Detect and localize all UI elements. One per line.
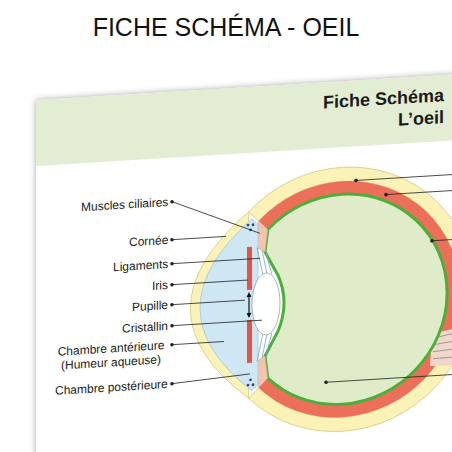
pupil-arrow-head [247,292,252,318]
leader-line [172,300,245,304]
vitreous-body [265,188,447,409]
canal-dot [247,224,250,227]
iris-bar [247,247,252,290]
leader-lines [172,172,452,391]
page-title: FICHE SCHÉMA - OEIL [0,12,452,42]
leader-dot [170,238,174,242]
pupil-arrow-line [248,296,249,314]
leader-dots [170,174,434,394]
part-label: Chambre antérieure (Humeur aqueuse) [54,338,168,373]
leader-dot [384,193,388,197]
leader-line [172,236,226,239]
leader-dot [170,200,174,204]
choroid [259,174,452,422]
part-label: Pupille [132,298,168,314]
sheet-heading: Fiche Schéma [36,84,444,131]
leader-dot [170,324,174,328]
sheet: Fiche SchémaL’oeilMuscles ciliairesCorné… [36,73,452,452]
part-label: Iris [152,278,168,293]
leader-line [326,372,452,382]
leader-line [432,237,452,240]
header-band: Fiche SchémaL’oeil [36,73,452,166]
canal-dot [252,223,255,226]
leader-line [356,172,452,180]
leader-dot [170,283,174,287]
iris-bar [247,320,252,363]
leader-line [172,280,248,285]
leader-line [386,188,452,194]
lens [252,272,280,336]
part-label: Cornée [129,233,168,249]
part-label: Chambre postérieure [55,377,168,398]
leader-line [172,320,262,326]
canal-dot [249,378,252,381]
canal-dot [252,383,255,386]
sclera [249,159,452,437]
leader-line [172,258,260,263]
sheet-subheading: L’oeil [36,106,444,153]
canal-dots [247,223,255,386]
leader-dot [170,382,174,386]
leader-line [172,196,260,238]
cornea [200,218,258,394]
leader-dot [354,179,358,183]
leader-line [172,342,224,345]
part-label: Cristallin [122,319,168,336]
leader-dot [430,239,434,243]
leader-dot [170,343,174,347]
part-label: Muscles ciliaires [81,195,168,214]
leader-line [172,374,250,384]
leader-dot [324,380,328,384]
leader-dot [170,303,174,307]
canal-dot [247,384,250,387]
leader-dot [170,262,174,266]
part-label: Ligaments [113,257,168,274]
